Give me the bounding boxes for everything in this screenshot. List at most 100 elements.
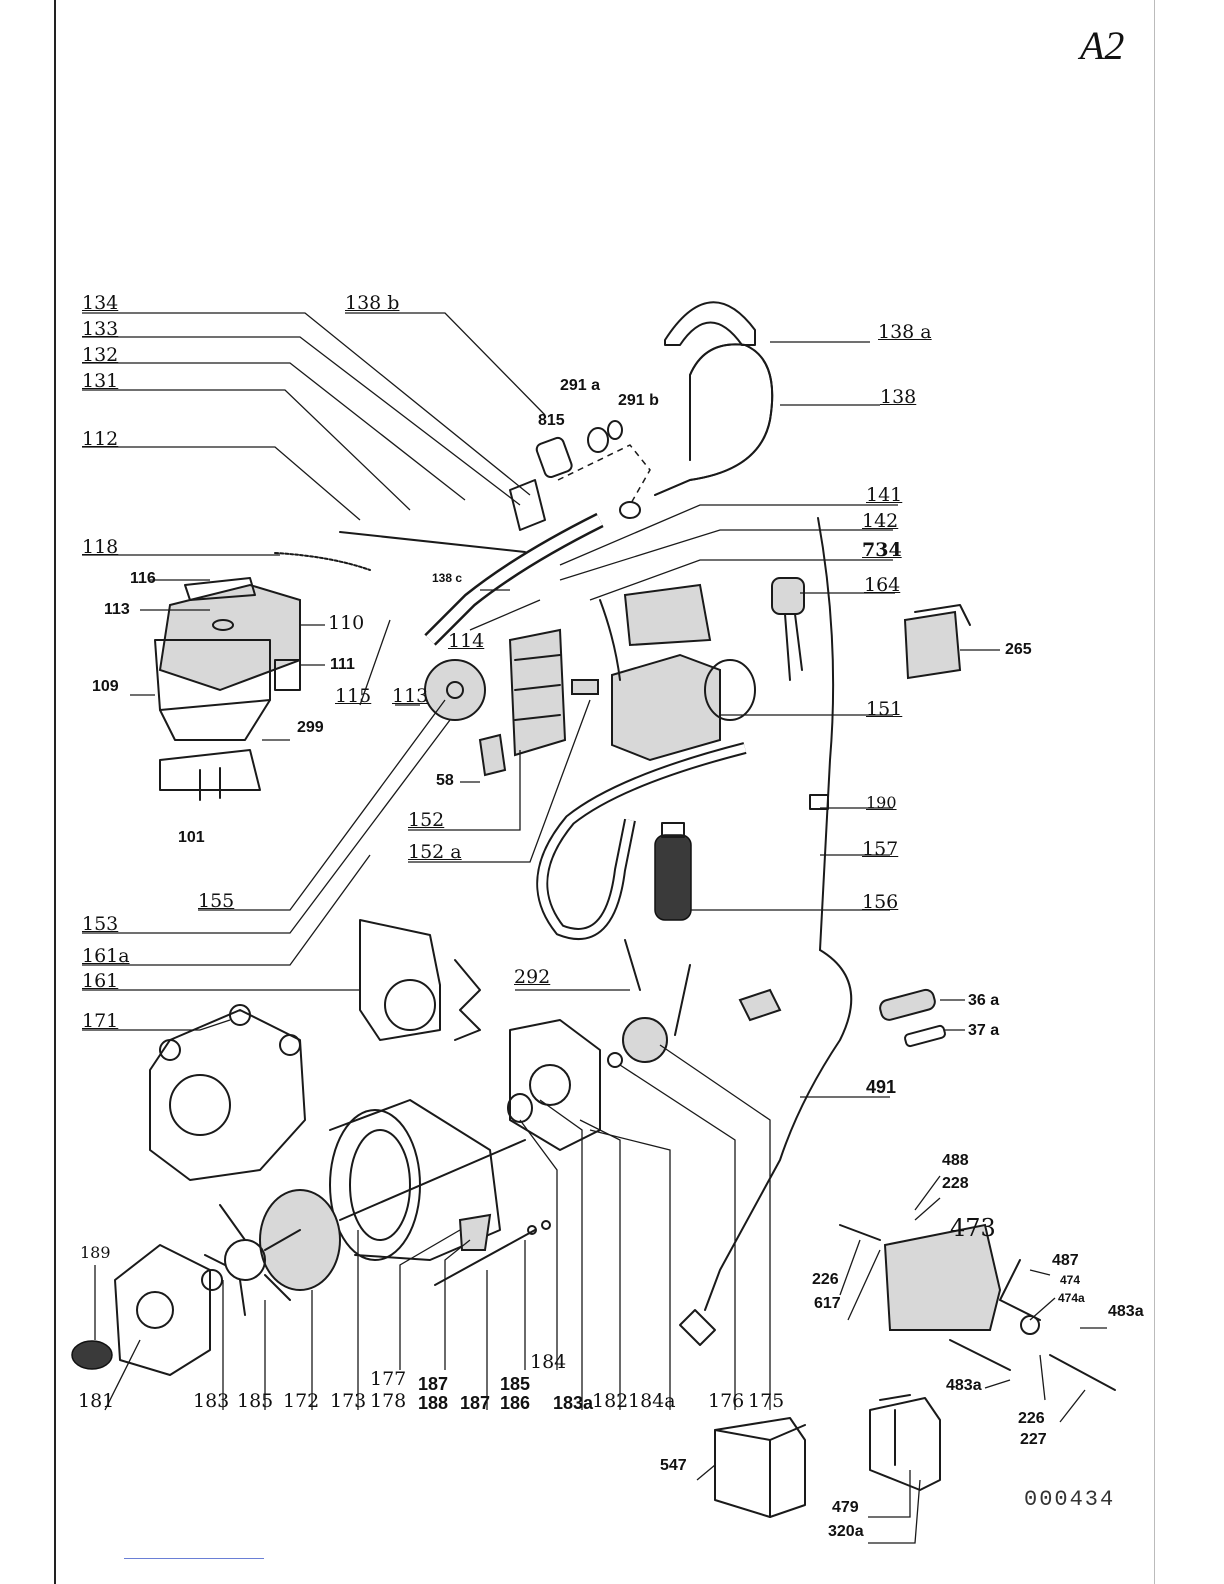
part-label-320a: 320a xyxy=(828,1523,864,1540)
scan-artifact-line xyxy=(124,1558,264,1559)
rotor-172 xyxy=(259,1139,526,1291)
part-label-185-second: 185 xyxy=(500,1374,531,1394)
part-label-152: 152 xyxy=(408,809,445,831)
part-label-483a-lower: 483a xyxy=(946,1377,982,1394)
detergent-dispenser xyxy=(154,577,301,801)
part-label-175: 175 xyxy=(748,1390,785,1412)
part-label-815: 815 xyxy=(538,412,565,429)
part-label-183a: 183a xyxy=(553,1393,594,1413)
leader-lines xyxy=(82,312,1107,1544)
page-border-right xyxy=(1154,0,1155,1584)
part-label-474a: 474a xyxy=(1058,1291,1085,1305)
part-label-299: 299 xyxy=(297,719,324,736)
part-label-189: 189 xyxy=(80,1243,111,1262)
part-label-110: 110 xyxy=(328,612,365,634)
part-label-155: 155 xyxy=(198,890,235,912)
part-label-178: 178 xyxy=(370,1390,407,1412)
part-label-228: 228 xyxy=(942,1175,969,1192)
part-label-156: 156 xyxy=(862,891,899,913)
drain-hose-138 xyxy=(654,301,774,496)
part-label-226-lower: 226 xyxy=(1018,1410,1045,1427)
module-479 xyxy=(869,1394,941,1491)
rod-and-spring xyxy=(274,531,526,571)
part-label-184a: 184a xyxy=(628,1390,676,1412)
part-label-226: 226 xyxy=(812,1271,839,1288)
part-label-161a: 161a xyxy=(82,945,130,967)
part-label-177: 177 xyxy=(370,1368,407,1390)
part-label-138b: 138 b xyxy=(345,292,400,314)
part-label-291b: 291 b xyxy=(618,392,659,409)
end-shield-181 xyxy=(71,1244,223,1376)
part-label-181: 181 xyxy=(78,1390,115,1412)
part-label-141: 141 xyxy=(866,484,903,506)
part-label-151: 151 xyxy=(866,698,903,720)
relay-265 xyxy=(903,604,971,680)
part-label-157: 157 xyxy=(862,838,899,860)
part-label-134: 134 xyxy=(82,292,119,314)
part-label-171: 171 xyxy=(82,1010,119,1032)
part-label-617: 617 xyxy=(814,1295,841,1312)
suppressor-164 xyxy=(771,577,805,681)
part-label-153: 153 xyxy=(82,913,119,935)
part-label-291a: 291 a xyxy=(560,377,601,394)
part-label-292: 292 xyxy=(514,966,551,988)
fuses xyxy=(879,988,946,1048)
cable-157 xyxy=(809,517,835,951)
part-label-186: 186 xyxy=(500,1393,531,1413)
motor-473 xyxy=(839,1223,1116,1391)
part-label-265: 265 xyxy=(1005,641,1032,658)
part-label-37a: 37 a xyxy=(968,1022,1000,1039)
part-label-734: 734 xyxy=(862,539,902,561)
fan-185 xyxy=(204,1204,301,1316)
part-label-187-second: 187 xyxy=(460,1393,491,1413)
part-label-474: 474 xyxy=(1060,1273,1081,1287)
part-label-36a: 36 a xyxy=(968,992,1000,1009)
pressure-switch xyxy=(424,659,486,721)
part-label-109: 109 xyxy=(92,678,119,695)
capacitor-156 xyxy=(654,822,692,921)
part-label-182: 182 xyxy=(592,1390,629,1412)
part-label-138a: 138 a xyxy=(878,321,932,343)
part-label-133: 133 xyxy=(82,318,119,340)
part-label-131: 131 xyxy=(82,370,119,392)
part-label-183: 183 xyxy=(193,1390,230,1412)
part-label-176: 176 xyxy=(708,1390,745,1412)
part-label-152a: 152 a xyxy=(408,841,462,863)
programmer-151 xyxy=(599,583,756,762)
part-label-187: 187 xyxy=(418,1374,449,1394)
part-label-483a: 483a xyxy=(1108,1303,1144,1320)
motor-housing-171 xyxy=(149,1004,306,1181)
inlet-hose xyxy=(536,742,747,940)
part-label-227: 227 xyxy=(1020,1431,1047,1448)
part-label-172: 172 xyxy=(283,1390,320,1412)
page-border-left xyxy=(54,0,56,1584)
part-label-473: 473 xyxy=(950,1214,996,1242)
part-label-58: 58 xyxy=(436,772,454,789)
part-label-111: 111 xyxy=(330,656,355,673)
part-label-161: 161 xyxy=(82,970,119,992)
part-label-113: 113 xyxy=(104,601,130,618)
part-label-488: 488 xyxy=(942,1152,969,1169)
part-label-138c: 138 c xyxy=(432,571,463,585)
part-label-115: 115 xyxy=(335,685,372,707)
part-label-101: 101 xyxy=(178,829,205,846)
part-label-112: 112 xyxy=(82,428,119,450)
part-label-190: 190 xyxy=(866,793,897,812)
part-label-184: 184 xyxy=(530,1351,567,1373)
page-id: A2 xyxy=(1080,23,1125,68)
part-label-164: 164 xyxy=(864,574,901,596)
document-number: 000434 xyxy=(1024,1487,1116,1512)
part-label-188: 188 xyxy=(418,1393,449,1413)
part-label-487: 487 xyxy=(1052,1252,1079,1269)
part-label-132: 132 xyxy=(82,344,119,366)
part-label-185: 185 xyxy=(237,1390,274,1412)
part-label-114: 114 xyxy=(448,630,485,652)
part-label-113-switch: 113 xyxy=(392,685,429,707)
part-label-547: 547 xyxy=(660,1457,687,1474)
hose-138c xyxy=(424,512,604,646)
part-label-116: 116 xyxy=(130,570,156,587)
fan-assembly-161 xyxy=(359,919,481,1041)
part-label-138: 138 xyxy=(880,386,917,408)
